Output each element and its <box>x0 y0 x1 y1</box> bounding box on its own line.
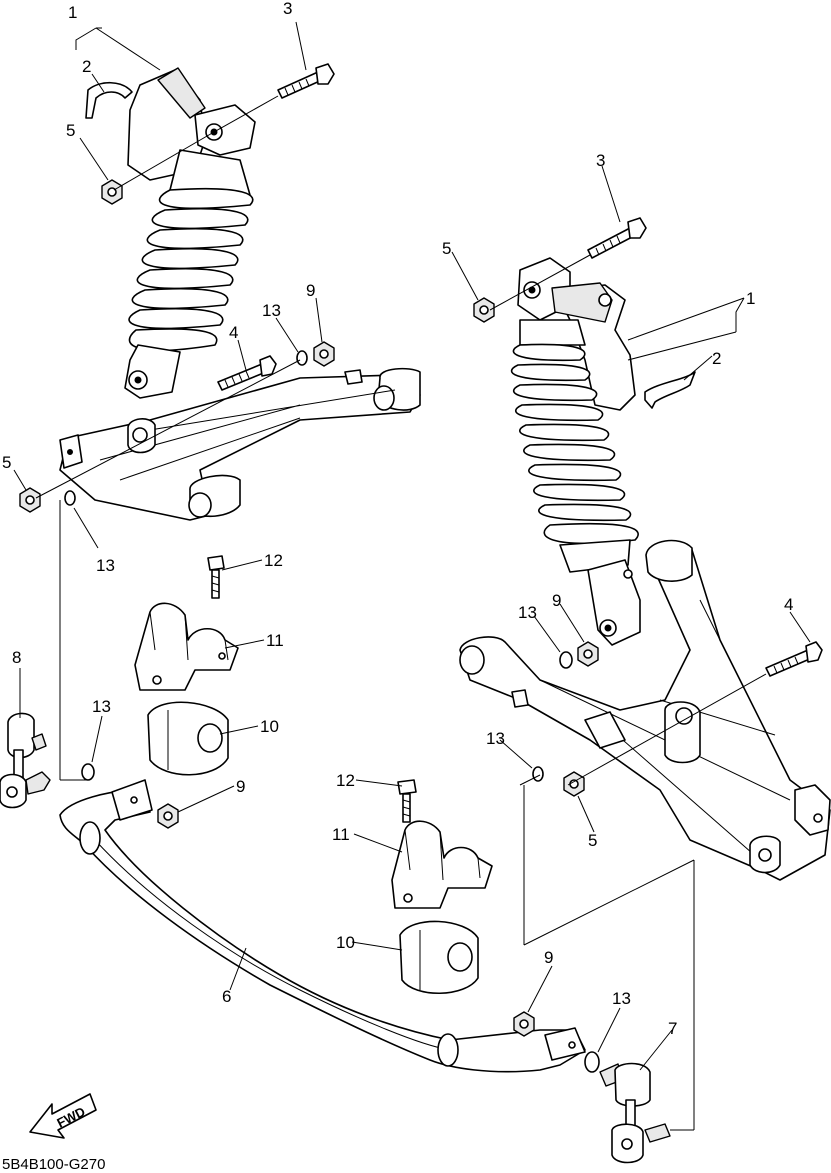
callout-left-9: 9 <box>306 281 315 300</box>
bushing-upper <box>147 701 229 776</box>
callout-7: 7 <box>668 1019 677 1038</box>
right-shock-absorber <box>510 257 641 646</box>
nut-bar-right <box>513 1011 535 1037</box>
left-axis-lines <box>35 95 301 781</box>
callout-8: 8 <box>12 648 21 667</box>
bracket-upper <box>134 602 239 691</box>
fwd-label: FWD <box>54 1104 87 1131</box>
right-cover <box>644 371 696 409</box>
callout-labels: 1 2 3 5 4 13 9 5 13 12 11 10 8 13 9 6 12… <box>2 0 793 1038</box>
right-nut-top <box>473 297 495 323</box>
callout-right-4: 4 <box>784 595 793 614</box>
right-washer <box>559 651 573 669</box>
callout-left-5-low: 5 <box>2 453 11 472</box>
bracket-lower <box>391 820 493 909</box>
callout-right-1: 1 <box>746 289 755 308</box>
left-swing-arm <box>59 367 421 521</box>
fwd-arrow-icon: FWD <box>29 1093 97 1139</box>
callout-right-13: 13 <box>518 603 537 622</box>
callout-leaders <box>13 21 811 1071</box>
figure-code: 5B4B100-G270 <box>2 1156 106 1173</box>
right-washer-low <box>532 766 544 782</box>
right-axis-lines <box>489 254 767 1131</box>
callout-13-bar-right: 13 <box>612 989 631 1008</box>
bushing-lower <box>399 920 479 995</box>
callout-12-upper: 12 <box>264 551 283 570</box>
nut-bar-left <box>157 803 179 829</box>
callout-left-1: 1 <box>68 3 77 22</box>
callout-right-3: 3 <box>596 151 605 170</box>
callout-6: 6 <box>222 987 231 1006</box>
left-shock-absorber <box>124 67 256 399</box>
washer-link <box>81 763 95 781</box>
callout-right-9: 9 <box>552 591 561 610</box>
right-swing-arm <box>459 539 831 881</box>
callout-left-2: 2 <box>82 57 91 76</box>
bracket-bolt-lower <box>397 779 417 823</box>
callout-left-3: 3 <box>283 0 292 18</box>
right-link <box>599 1062 671 1164</box>
callout-12-lower: 12 <box>336 771 355 790</box>
stabilizer-bar <box>59 779 586 1073</box>
left-bolt-arm <box>217 355 277 391</box>
callout-left-4: 4 <box>229 323 238 342</box>
callout-9-bar-left: 9 <box>236 777 245 796</box>
callout-right-5-top: 5 <box>442 239 451 258</box>
left-nut-low <box>19 487 41 513</box>
right-nut <box>577 641 599 667</box>
bracket-bolt-upper <box>207 555 225 599</box>
callout-11-upper: 11 <box>266 631 284 650</box>
callout-10-lower: 10 <box>336 933 355 952</box>
left-nut-top <box>101 179 123 205</box>
left-nut-arm <box>313 341 335 367</box>
left-washer-top <box>296 350 308 366</box>
left-cover <box>85 81 133 119</box>
left-washer-low <box>64 490 76 506</box>
right-bolt-top <box>587 217 647 259</box>
callout-right-5-low: 5 <box>588 831 597 850</box>
callout-11-lower: 11 <box>332 825 350 844</box>
callout-10-upper: 10 <box>260 717 279 736</box>
callout-left-13-low: 13 <box>96 556 115 575</box>
callout-left-13: 13 <box>262 301 281 320</box>
right-nut-low <box>563 771 585 797</box>
callout-13-link: 13 <box>92 697 111 716</box>
callout-9-bar-right: 9 <box>544 948 553 967</box>
callout-left-5-top: 5 <box>66 121 75 140</box>
left-bolt-top <box>277 63 335 99</box>
callout-right-13-low: 13 <box>486 729 505 748</box>
left-link <box>0 712 51 809</box>
right-bolt-arm <box>765 641 823 677</box>
callout-right-2: 2 <box>712 349 721 368</box>
washer-bar-right <box>584 1051 600 1073</box>
